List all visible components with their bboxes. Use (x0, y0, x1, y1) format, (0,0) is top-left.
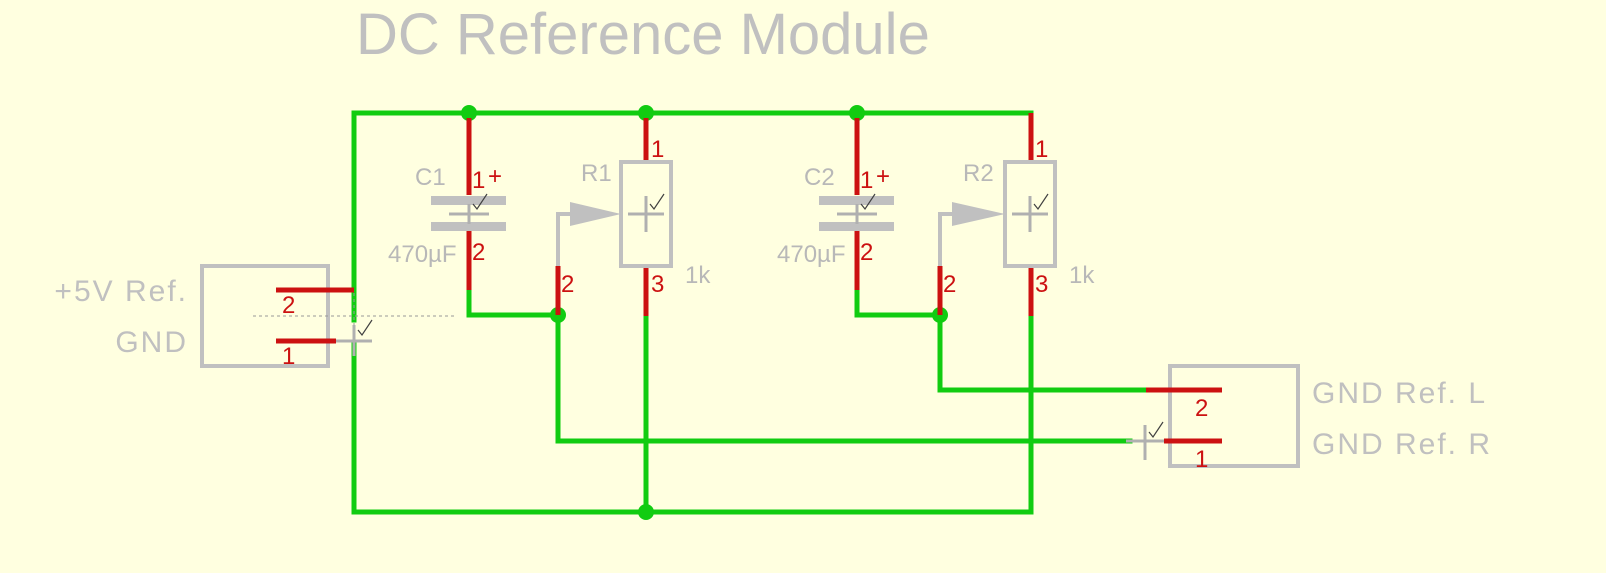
connector-right-label-l: GND Ref. L (1312, 377, 1487, 410)
c2-pin-1-number: 1 (860, 167, 873, 194)
c2-plate-top (819, 196, 894, 205)
r1-wiper-arrow (570, 202, 621, 226)
junctions (461, 105, 948, 520)
r1-reference: R1 (581, 160, 612, 187)
connector-right-pin-number: 1 (1195, 446, 1208, 473)
check-icon (1033, 193, 1049, 211)
c1-value: 470µF (388, 241, 457, 268)
connector-right-body (1168, 364, 1300, 468)
check-icon (472, 193, 488, 211)
c2-reference: C2 (804, 164, 835, 191)
c1-pin-2-number: 2 (472, 239, 485, 266)
r1-wiper-lead (556, 212, 572, 266)
anchor-cross-icon (628, 196, 664, 232)
junction-dot (849, 105, 865, 121)
connector-right-pin-number: 2 (1195, 395, 1208, 422)
anchor-cross-icon (837, 204, 877, 224)
r2-pin-2-number: 2 (943, 271, 956, 298)
wire-top-rail (351, 110, 1034, 323)
connector-right[interactable]: 2 1 GND Ref. L GND Ref. R (1126, 364, 1492, 473)
potentiometer-r2[interactable]: R2 1 2 3 1k (937, 113, 1095, 316)
c1-reference: C1 (415, 164, 446, 191)
r2-pin-1-number: 1 (1035, 136, 1048, 163)
c1-plate-bottom (431, 222, 506, 231)
r2-wiper-arrow (952, 202, 1005, 226)
r1-pin-1-number: 1 (651, 136, 664, 163)
anchor-cross-icon (1012, 196, 1048, 232)
check-icon (860, 193, 876, 211)
check-icon (649, 193, 665, 211)
r2-pin-3-number: 3 (1035, 271, 1048, 298)
anchor-cross-icon (1126, 425, 1164, 460)
c1-plate-top (431, 196, 506, 205)
capacitor-c1[interactable]: C1 1 + 470µF 2 (388, 118, 506, 290)
check-icon (1148, 421, 1164, 439)
potentiometer-r1[interactable]: R1 1 2 3 1k (555, 118, 711, 316)
wire-bottom-rail (351, 342, 1034, 515)
connector-left[interactable]: 2 1 +5V Ref. GND (54, 264, 456, 370)
junction-dot (461, 105, 477, 121)
r2-value: 1k (1069, 262, 1095, 289)
check-icon (357, 319, 373, 337)
r2-reference: R2 (963, 160, 994, 187)
c2-plate-bottom (819, 222, 894, 231)
schematic-title: DC Reference Module (356, 2, 930, 67)
r1-pin-2-number: 2 (561, 271, 574, 298)
r1-value: 1k (685, 262, 711, 289)
junction-dot (638, 105, 654, 121)
c2-value: 470µF (777, 241, 846, 268)
c2-polarity-plus: + (876, 163, 890, 190)
connector-left-pin-number: 1 (282, 343, 295, 370)
connector-left-pin-number: 2 (282, 292, 295, 319)
r1-pin-3-number: 3 (651, 271, 664, 298)
r2-wiper-lead (938, 212, 954, 266)
c2-pin-2-number: 2 (860, 239, 873, 266)
c1-polarity-plus: + (488, 163, 502, 190)
connector-right-label-r: GND Ref. R (1312, 428, 1492, 461)
connector-left-label-5v: +5V Ref. (54, 275, 188, 308)
capacitor-c2[interactable]: C2 1 + 470µF 2 (777, 118, 894, 290)
connector-left-label-gnd: GND (115, 326, 188, 359)
anchor-cross-icon (336, 325, 372, 356)
anchor-cross-icon (449, 204, 489, 224)
wire-r2-wiper-to-right-connector (854, 287, 1149, 393)
junction-dot (638, 504, 654, 520)
c1-pin-1-number: 1 (472, 167, 485, 194)
